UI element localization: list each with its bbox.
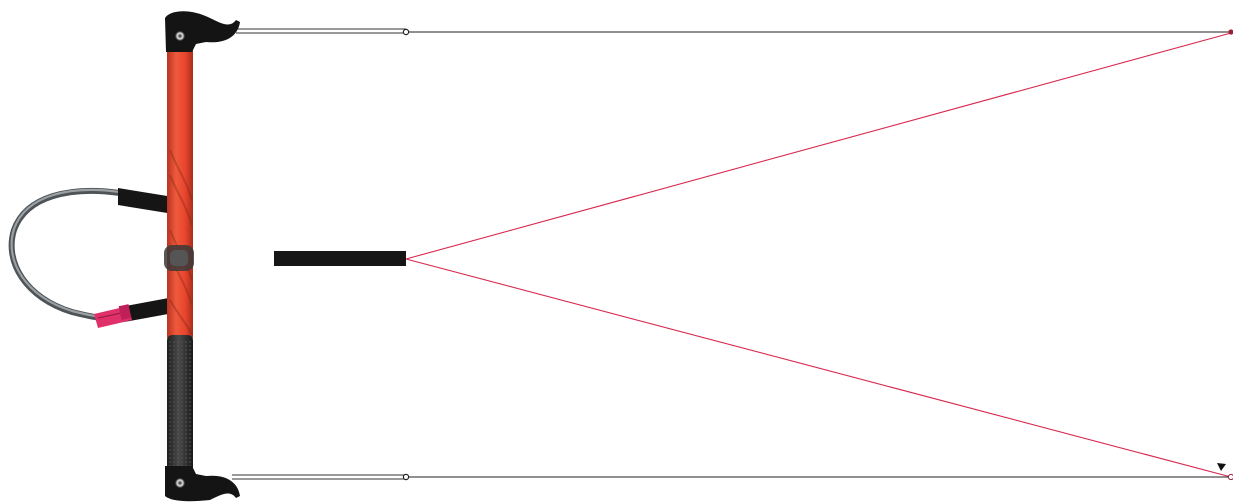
chicken-loop-tube-highlight (12, 190, 120, 317)
control-bar (164, 42, 194, 475)
front-line-upper (406, 33, 1231, 259)
bottom-kite-tip-dot-icon (1228, 474, 1233, 479)
kite-tip-markers (1228, 29, 1233, 479)
center-hole-highlight (170, 250, 188, 266)
front-line-lower (406, 259, 1231, 477)
quick-release-icon (94, 304, 132, 328)
front-lines (406, 33, 1231, 477)
top-bar-end (165, 11, 240, 52)
bottom-line-knot-icon (403, 474, 408, 479)
chicken-loop-tube (12, 191, 120, 318)
top-line-knot-icon (403, 29, 408, 34)
top-bar-end-float-icon (165, 11, 240, 52)
depower-strap (274, 251, 406, 266)
bottom-bar-end (165, 466, 240, 501)
carbon-texture (169, 340, 191, 472)
direction-arrow-icon (1217, 463, 1226, 471)
